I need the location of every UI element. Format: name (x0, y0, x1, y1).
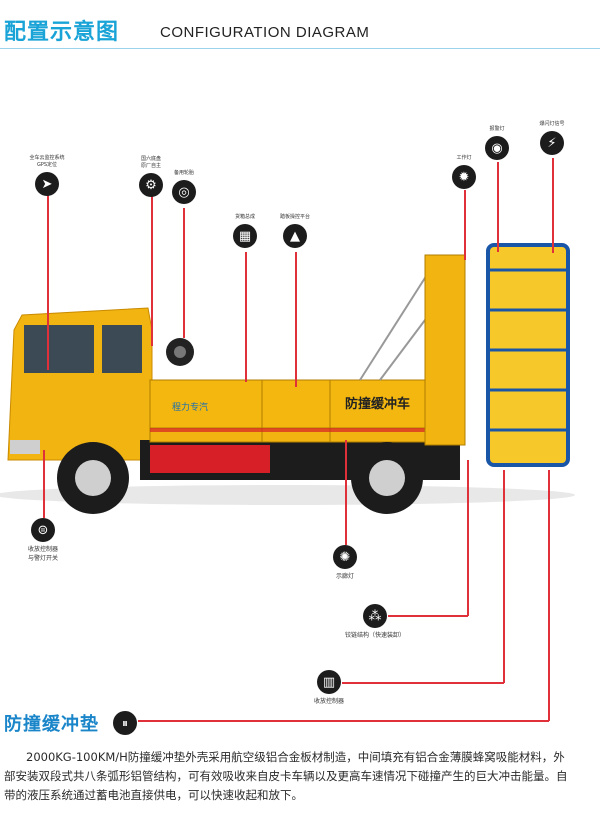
hinge-icon: ⁂ (363, 604, 387, 628)
grid-icon: ▦ (233, 224, 257, 248)
leader-section-h (138, 720, 549, 722)
callout-arrow-light: 爆闪灯信号 ⚡ (530, 121, 574, 155)
callout-chassis: 国六底盘 原厂自主 ⚙ (131, 156, 171, 197)
cargo-logo-text: 程力专汽 (172, 401, 208, 413)
callout-controller-line2: 与警灯开关 (27, 555, 58, 562)
callout-hinge-line1: 铰链结构（快速装卸） (344, 632, 405, 639)
leader-hinge-v (467, 460, 469, 616)
cargo-text: 防撞缓冲车 (345, 396, 410, 412)
leader-control-box-v (503, 470, 505, 683)
callout-gps: 全车云监控系统 GPS定位 ➤ (27, 155, 67, 196)
callout-control-box-line1: 收放控制器 (313, 698, 344, 705)
cone-icon: ▲ (283, 224, 307, 248)
leader-hinge-h (388, 615, 468, 617)
warning-light-icon: ◉ (485, 136, 509, 160)
leader-control-box-h (342, 682, 504, 684)
section-body: 2000KG-100KM/H防撞缓冲垫外壳采用航空级铝合金板材制造，中间填充有铝… (4, 750, 568, 802)
callout-platform-line1: 踏板操控平台 (279, 214, 310, 220)
section-title: 防撞缓冲垫 (4, 714, 99, 735)
leader-gps (47, 195, 49, 370)
callout-chassis-line2: 原厂自主 (140, 163, 161, 169)
callout-chassis-line1: 国六底盘 (140, 156, 161, 162)
lightning-icon: ⚡ (540, 131, 564, 155)
leader-section-v (548, 470, 550, 721)
callout-toolbox: 货箱总成 ▦ (225, 214, 265, 248)
callout-hinge: ⁂ 铰链结构（快速装卸） (330, 604, 420, 640)
callout-arrow-light-line1: 爆闪灯信号 (539, 121, 565, 127)
callout-controller-line1: 收放控制器 (27, 546, 58, 553)
callout-marker-light: ✺ 示廊灯 (325, 545, 365, 581)
callout-gps-line2: GPS定位 (36, 162, 58, 168)
callout-work-light-line1: 工作灯 (456, 155, 472, 161)
bulb-icon: ✹ (452, 165, 476, 189)
control-box-icon: ▥ (317, 670, 341, 694)
tire-icon: ◎ (172, 180, 196, 204)
callout-control-box: ▥ 收放控制器 (304, 670, 354, 706)
callout-spare-tire: 备用轮胎 ◎ (164, 170, 204, 204)
callout-spare-tire-line1: 备用轮胎 (173, 170, 194, 176)
header-title-en: CONFIGURATION DIAGRAM (160, 24, 370, 41)
leader-chassis (151, 196, 153, 346)
chassis-icon: ⚙ (139, 173, 163, 197)
header-title-cn: 配置示意图 (4, 20, 120, 45)
header-divider (0, 48, 600, 49)
marker-light-icon: ✺ (333, 545, 357, 569)
callout-gps-line1: 全车云监控系统 (29, 155, 65, 161)
callout-toolbox-line1: 货箱总成 (234, 214, 255, 220)
leader-work-light (464, 190, 466, 260)
leader-warning-light (497, 162, 499, 252)
callout-warning-light: 报警灯 ◉ (477, 126, 517, 160)
callout-work-light: 工作灯 ✹ (444, 155, 484, 189)
leader-toolbox (245, 252, 247, 382)
callout-warning-light-line1: 报警灯 (489, 126, 505, 132)
callout-platform: 踏板操控平台 ▲ (275, 214, 315, 248)
controller-icon: ⊜ (31, 518, 55, 542)
navigation-icon: ➤ (35, 172, 59, 196)
callout-controller: ⊜ 收放控制器 与警灯开关 (18, 518, 68, 563)
leader-controller (43, 450, 45, 518)
cushion-icon: ⏸ (113, 711, 137, 735)
leader-spare-tire (183, 208, 185, 338)
leader-marker-light (345, 440, 347, 545)
leader-arrow-light (552, 158, 554, 253)
leader-platform (295, 252, 297, 387)
callout-marker-light-line1: 示廊灯 (335, 573, 354, 580)
